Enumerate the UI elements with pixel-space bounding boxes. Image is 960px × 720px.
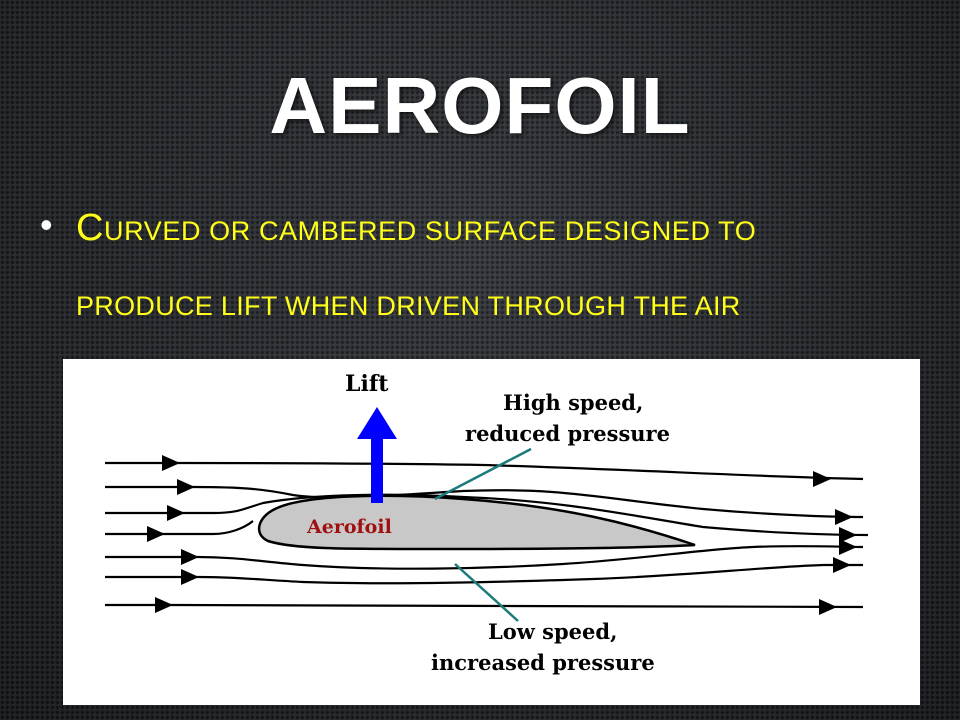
bullet-dot: • (40, 204, 53, 245)
bullet-line1-rest: urved or cambered surface designed to (104, 216, 757, 246)
arrowhead (819, 599, 837, 615)
bullet-text-line-2: produce lift when driven through the air (76, 291, 741, 321)
streamline-7 (105, 603, 864, 609)
arrowhead (162, 455, 180, 471)
arrowhead (839, 527, 857, 543)
streamline-4 (105, 520, 254, 536)
lift-arrow-shaft (371, 435, 383, 503)
lift-arrow (357, 407, 397, 503)
arrowhead (177, 479, 195, 495)
low-speed-label-1: Low speed, (488, 619, 617, 644)
streamline-5 (105, 545, 864, 570)
arrowhead (181, 549, 199, 565)
arrowhead (835, 509, 853, 525)
high-speed-label-1: High speed, (503, 390, 643, 415)
high-speed-label-2: reduced pressure (465, 421, 670, 446)
streamlines (105, 461, 869, 609)
streamline-1 (105, 461, 864, 481)
high-speed-leader (434, 447, 532, 501)
arrowhead (147, 526, 165, 542)
bullet-text-line-1: Curved or cambered surface designed to (76, 206, 756, 253)
flow-arrowheads (147, 455, 857, 615)
arrowhead (839, 539, 857, 555)
aerofoil-diagram: Lift High speed, reduced pressure Aerofo… (63, 359, 920, 705)
arrowhead (167, 505, 185, 521)
slide-title: AEROFOIL (269, 61, 691, 150)
aerofoil-label: Aerofoil (306, 516, 392, 538)
arrowhead (813, 471, 831, 487)
arrowhead (833, 557, 851, 573)
streamline-2 (105, 485, 864, 519)
streamline-3 (105, 493, 869, 537)
arrowhead (155, 597, 173, 613)
low-speed-label-2: increased pressure (431, 650, 655, 675)
low-speed-leader (454, 563, 519, 622)
aerofoil-shape (257, 494, 696, 551)
lift-label: Lift (345, 371, 389, 397)
lift-arrow-head (357, 407, 397, 439)
streamline-6 (105, 563, 863, 585)
arrowhead (181, 569, 199, 585)
bullet-first-letter: C (76, 207, 105, 249)
